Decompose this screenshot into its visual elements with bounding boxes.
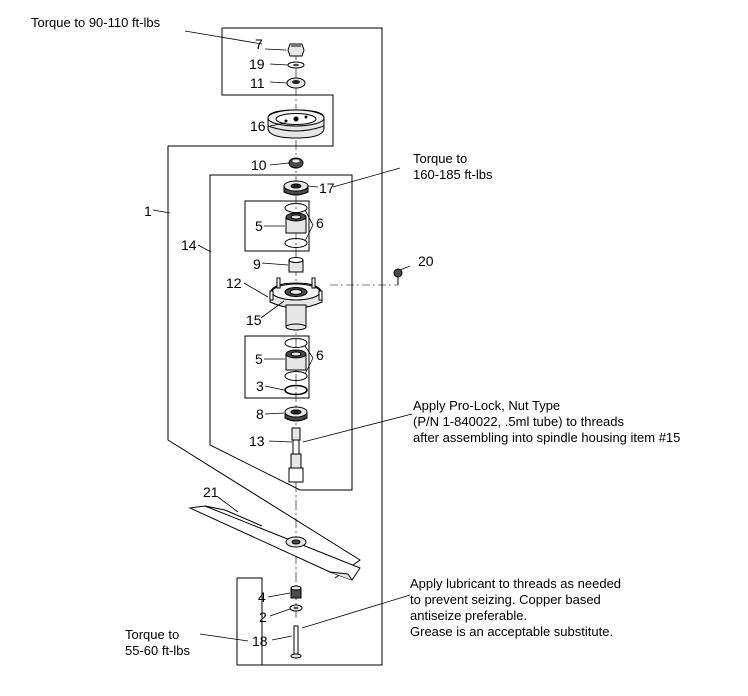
note-lubricant-line3: antiseize preferable. [410, 608, 528, 623]
callout-6-upper: 6 [316, 215, 324, 231]
nut-8 [284, 406, 308, 422]
callout-17: 17 [319, 180, 335, 196]
callout-21: 21 [203, 484, 219, 500]
note-torque-bearing-line1: Torque to [413, 151, 468, 166]
spindle-shaft-13 [288, 427, 304, 483]
callout-16: 16 [250, 118, 266, 134]
upper-bearing-box [244, 200, 310, 252]
nut-10 [288, 157, 304, 169]
spindle-housing-15 [269, 277, 323, 331]
note-torque-bolt-line2: 55-60 ft-lbs [125, 643, 191, 658]
callout-15: 15 [246, 312, 262, 328]
callout-4: 4 [258, 589, 266, 605]
grease-fitting-20 [393, 268, 403, 285]
washer-19 [287, 61, 305, 69]
pulley-16 [267, 109, 325, 139]
callout-19: 19 [249, 56, 265, 72]
callout-11: 11 [250, 75, 265, 91]
callout-10: 10 [251, 157, 267, 173]
callout-14: 14 [181, 237, 197, 253]
callout-5-lower: 5 [255, 351, 263, 367]
spacer-11 [286, 77, 306, 89]
callout-5-upper: 5 [255, 218, 263, 234]
note-lubricant-line2: to prevent seizing. Copper based [410, 592, 601, 607]
callout-13: 13 [249, 433, 265, 449]
callout-1: 1 [144, 203, 152, 219]
callout-8: 8 [256, 406, 264, 422]
spacer-9 [288, 257, 304, 273]
bearing-nut-17 [283, 180, 309, 196]
callout-2: 2 [259, 609, 267, 625]
blade-21 [188, 505, 361, 581]
callout-7: 7 [255, 36, 263, 52]
callout-18: 18 [252, 633, 268, 649]
note-prolock-line3: after assembling into spindle housing it… [413, 430, 681, 445]
note-prolock-line1: Apply Pro-Lock, Nut Type [413, 398, 561, 413]
callout-6-lower: 6 [316, 347, 324, 363]
note-torque-bolt-line1: Torque to [125, 627, 180, 642]
bottom-hardware-box [236, 578, 262, 666]
callout-3: 3 [256, 378, 264, 394]
note-lubricant-line1: Apply lubricant to threads as needed [410, 576, 622, 591]
assembly-outline-1-left [167, 28, 361, 579]
lower-bearing-box [244, 335, 310, 399]
washer-4 [290, 585, 302, 599]
upper-bearing-group [284, 203, 308, 248]
note-torque-bearing-line2: 160-185 ft-lbs [413, 167, 493, 182]
callout-9: 9 [253, 256, 261, 272]
callout-20: 20 [418, 253, 434, 269]
bolt-18 [290, 625, 302, 659]
note-lubricant-line4: Grease is an acceptable substitute. [410, 624, 614, 639]
assembly-outline-1 [222, 27, 383, 666]
washer-2 [289, 604, 303, 612]
lower-bearing-group [284, 338, 308, 381]
callout-12: 12 [226, 275, 242, 291]
nut-7 [287, 43, 305, 57]
bearing-box-14 [209, 174, 353, 491]
note-prolock-line2: (P/N 1-840022, .5ml tube) to threads [413, 414, 625, 429]
snap-ring-3 [284, 384, 308, 396]
note-torque-nut: Torque to 90-110 ft-lbs [31, 15, 161, 30]
